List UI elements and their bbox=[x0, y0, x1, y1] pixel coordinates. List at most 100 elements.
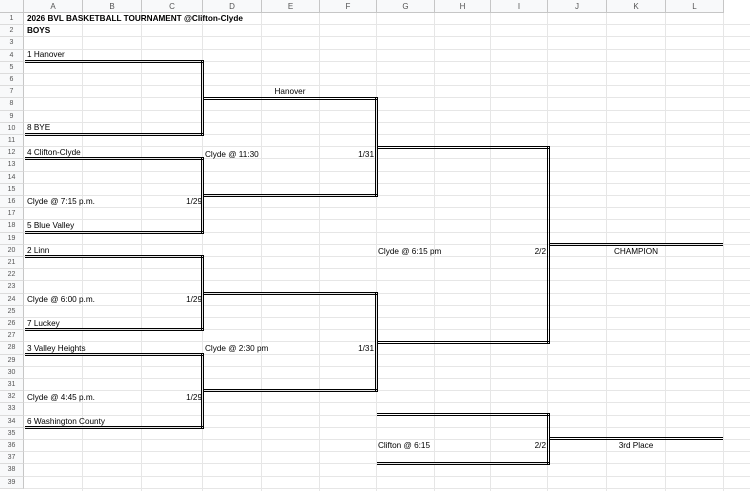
row-header-18[interactable]: 18 bbox=[0, 220, 24, 233]
row-header-2[interactable]: 2 bbox=[0, 25, 24, 38]
row-header-24[interactable]: 24 bbox=[0, 293, 24, 306]
third-place-label[interactable]: 3rd Place bbox=[618, 441, 654, 450]
row-header-4[interactable]: 4 bbox=[0, 49, 24, 62]
row-header-27[interactable]: 27 bbox=[0, 330, 24, 343]
game-3v6-date[interactable]: 1/29 bbox=[186, 393, 202, 402]
bracket-line-r2-top-b bbox=[203, 194, 378, 197]
bracket-line-r2-top-a bbox=[203, 97, 378, 100]
bracket-line-third-b bbox=[377, 462, 550, 465]
grid-row-line bbox=[24, 219, 750, 221]
row-header-16[interactable]: 16 bbox=[0, 196, 24, 209]
division-label[interactable]: BOYS bbox=[27, 26, 51, 35]
row-header-15[interactable]: 15 bbox=[0, 183, 24, 196]
grid-column-line bbox=[490, 13, 491, 491]
semifinal-bottom-date[interactable]: 1/31 bbox=[358, 344, 374, 353]
team-seed-1[interactable]: 1 Hanover bbox=[27, 50, 65, 59]
final-location[interactable]: Clyde @ 6:15 pm bbox=[378, 247, 442, 256]
grid-row-line bbox=[24, 402, 750, 404]
semifinal-bottom-location[interactable]: Clyde @ 2:30 pm bbox=[205, 344, 269, 353]
row-header-32[interactable]: 32 bbox=[0, 391, 24, 404]
row-header-31[interactable]: 31 bbox=[0, 379, 24, 392]
bracket-connector-1v8 bbox=[201, 60, 204, 136]
bracket-line-seed-3 bbox=[25, 353, 204, 356]
team-seed-2[interactable]: 2 Linn bbox=[27, 246, 50, 255]
row-header-8[interactable]: 8 bbox=[0, 98, 24, 111]
game-2v7-date[interactable]: 1/29 bbox=[186, 295, 202, 304]
tournament-title[interactable]: 2026 BVL BASKETBALL TOURNAMENT @Clifton-… bbox=[27, 14, 243, 23]
row-header-1[interactable]: 1 bbox=[0, 13, 24, 26]
bracket-line-r2-bottom-b bbox=[203, 389, 378, 392]
row-header-6[interactable]: 6 bbox=[0, 74, 24, 87]
semifinal-top-date[interactable]: 1/31 bbox=[358, 150, 374, 159]
row-header-30[interactable]: 30 bbox=[0, 366, 24, 379]
third-place-location[interactable]: Clifton @ 6:15 bbox=[378, 441, 431, 450]
row-header-36[interactable]: 36 bbox=[0, 440, 24, 453]
row-header-5[interactable]: 5 bbox=[0, 61, 24, 74]
semifinal-top-advancer[interactable]: Hanover bbox=[274, 87, 306, 96]
grid-row-line bbox=[24, 426, 750, 428]
column-header-h[interactable]: H bbox=[435, 0, 491, 13]
grid-column-line bbox=[665, 13, 666, 491]
grid-row-line bbox=[24, 353, 750, 355]
column-header-j[interactable]: J bbox=[548, 0, 607, 13]
game-4v5-location[interactable]: Clyde @ 7:15 p.m. bbox=[27, 197, 95, 206]
row-header-17[interactable]: 17 bbox=[0, 208, 24, 221]
select-all-corner[interactable] bbox=[0, 0, 24, 13]
team-seed-6[interactable]: 6 Washington County bbox=[27, 417, 105, 426]
champion-label[interactable]: CHAMPION bbox=[613, 247, 659, 256]
column-header-f[interactable]: F bbox=[320, 0, 377, 13]
row-header-35[interactable]: 35 bbox=[0, 427, 24, 440]
row-header-25[interactable]: 25 bbox=[0, 305, 24, 318]
row-header-21[interactable]: 21 bbox=[0, 257, 24, 270]
game-3v6-location[interactable]: Clyde @ 4:45 p.m. bbox=[27, 393, 95, 402]
column-header-b[interactable]: B bbox=[83, 0, 142, 13]
row-header-23[interactable]: 23 bbox=[0, 281, 24, 294]
column-header-a[interactable]: A bbox=[24, 0, 83, 13]
row-header-37[interactable]: 37 bbox=[0, 452, 24, 465]
game-4v5-date[interactable]: 1/29 bbox=[186, 197, 202, 206]
bracket-line-seed-4 bbox=[25, 157, 204, 160]
row-header-33[interactable]: 33 bbox=[0, 403, 24, 416]
row-header-3[interactable]: 3 bbox=[0, 37, 24, 50]
team-seed-7[interactable]: 7 Luckey bbox=[27, 319, 60, 328]
row-header-39[interactable]: 39 bbox=[0, 476, 24, 489]
row-header-19[interactable]: 19 bbox=[0, 232, 24, 245]
column-header-c[interactable]: C bbox=[142, 0, 203, 13]
grid-column-line bbox=[434, 13, 435, 491]
row-header-11[interactable]: 11 bbox=[0, 135, 24, 148]
column-header-e[interactable]: E bbox=[262, 0, 320, 13]
column-header-i[interactable]: I bbox=[491, 0, 548, 13]
row-header-13[interactable]: 13 bbox=[0, 159, 24, 172]
row-header-12[interactable]: 12 bbox=[0, 147, 24, 160]
team-seed-4[interactable]: 4 Clifton-Clyde bbox=[27, 148, 81, 157]
row-header-20[interactable]: 20 bbox=[0, 244, 24, 257]
row-header-9[interactable]: 9 bbox=[0, 110, 24, 123]
column-header-k[interactable]: K bbox=[607, 0, 666, 13]
row-header-29[interactable]: 29 bbox=[0, 354, 24, 367]
row-header-22[interactable]: 22 bbox=[0, 269, 24, 282]
final-date[interactable]: 2/2 bbox=[534, 247, 546, 256]
row-header-38[interactable]: 38 bbox=[0, 464, 24, 477]
game-2v7-location[interactable]: Clyde @ 6:00 p.m. bbox=[27, 295, 95, 304]
bracket-connector-final bbox=[547, 146, 550, 344]
row-header-7[interactable]: 7 bbox=[0, 86, 24, 99]
team-seed-8[interactable]: 8 BYE bbox=[27, 123, 51, 132]
row-header-10[interactable]: 10 bbox=[0, 122, 24, 135]
row-header-26[interactable]: 26 bbox=[0, 318, 24, 331]
grid-row-line bbox=[24, 256, 750, 257]
team-seed-5[interactable]: 5 Blue Valley bbox=[27, 221, 75, 230]
grid-column-line bbox=[82, 13, 83, 491]
row-header-14[interactable]: 14 bbox=[0, 171, 24, 184]
row-header-34[interactable]: 34 bbox=[0, 415, 24, 428]
bracket-line-seed-8 bbox=[25, 133, 204, 136]
column-header-l[interactable]: L bbox=[666, 0, 724, 13]
row-header-28[interactable]: 28 bbox=[0, 342, 24, 355]
column-header-g[interactable]: G bbox=[377, 0, 435, 13]
grid-row-line bbox=[24, 85, 750, 87]
column-header-d[interactable]: D bbox=[203, 0, 262, 13]
third-place-date[interactable]: 2/2 bbox=[534, 441, 546, 450]
semifinal-top-location[interactable]: Clyde @ 11:30 bbox=[205, 150, 259, 159]
grid-row-line bbox=[24, 60, 750, 62]
team-seed-3[interactable]: 3 Valley Heights bbox=[27, 344, 86, 353]
